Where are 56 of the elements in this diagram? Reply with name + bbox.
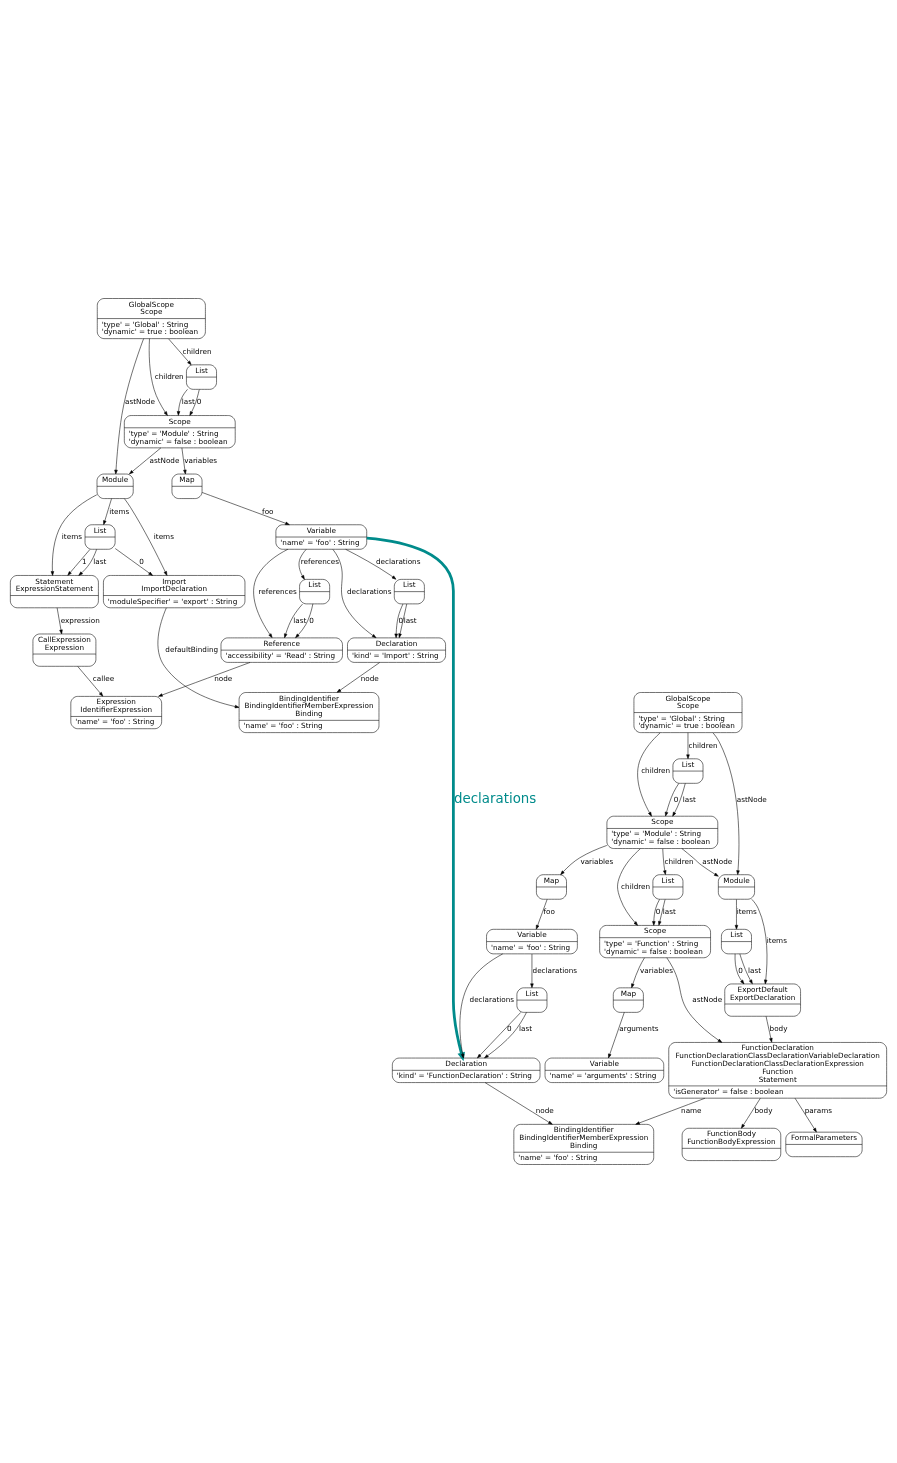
arrow	[662, 848, 667, 875]
arrow	[751, 899, 768, 985]
arrow	[201, 492, 290, 525]
arrow	[176, 389, 188, 416]
arrow	[658, 899, 666, 926]
arrow	[103, 498, 112, 525]
arrow	[734, 899, 739, 930]
arrow	[672, 783, 686, 817]
arrow	[631, 957, 645, 989]
arrow	[56, 607, 63, 635]
arrow	[336, 662, 380, 693]
arrow	[617, 848, 641, 926]
arrow	[484, 1082, 553, 1125]
arrow	[664, 783, 680, 817]
arrow	[739, 953, 753, 985]
arrow	[652, 899, 660, 926]
arrow	[129, 447, 162, 475]
arrow	[332, 549, 377, 638]
arrow	[666, 957, 723, 1043]
arrow	[67, 549, 91, 576]
arrow	[77, 666, 104, 697]
arrow	[635, 1098, 706, 1125]
arrow	[78, 549, 97, 576]
arrow	[765, 1016, 773, 1043]
arrow	[366, 536, 465, 1062]
arrow	[734, 953, 745, 985]
arrow	[536, 899, 548, 930]
arrow	[158, 662, 251, 697]
arrow	[794, 1098, 817, 1133]
arrow	[608, 1012, 625, 1059]
arrow	[50, 494, 98, 576]
arrow	[712, 732, 740, 875]
arrow	[637, 732, 661, 817]
arrow	[560, 845, 608, 875]
arrow	[459, 953, 503, 1059]
arrow	[253, 549, 289, 638]
arrow	[168, 338, 192, 365]
arrow	[189, 389, 200, 416]
arrow	[284, 603, 303, 639]
arrow	[345, 549, 397, 580]
arrow	[477, 1012, 522, 1059]
arrow	[157, 607, 240, 709]
arrow	[124, 498, 168, 576]
arrow	[686, 732, 690, 759]
arrow	[741, 1098, 761, 1129]
arrow	[398, 603, 407, 638]
arrow	[181, 447, 187, 475]
arrow	[114, 338, 144, 475]
arrow	[148, 338, 168, 416]
arrow	[298, 549, 307, 580]
arrow	[394, 603, 404, 639]
arrow	[484, 1012, 527, 1059]
arrow	[681, 848, 719, 877]
arrow	[530, 953, 534, 988]
arrow	[295, 603, 314, 638]
arrow	[114, 548, 153, 576]
